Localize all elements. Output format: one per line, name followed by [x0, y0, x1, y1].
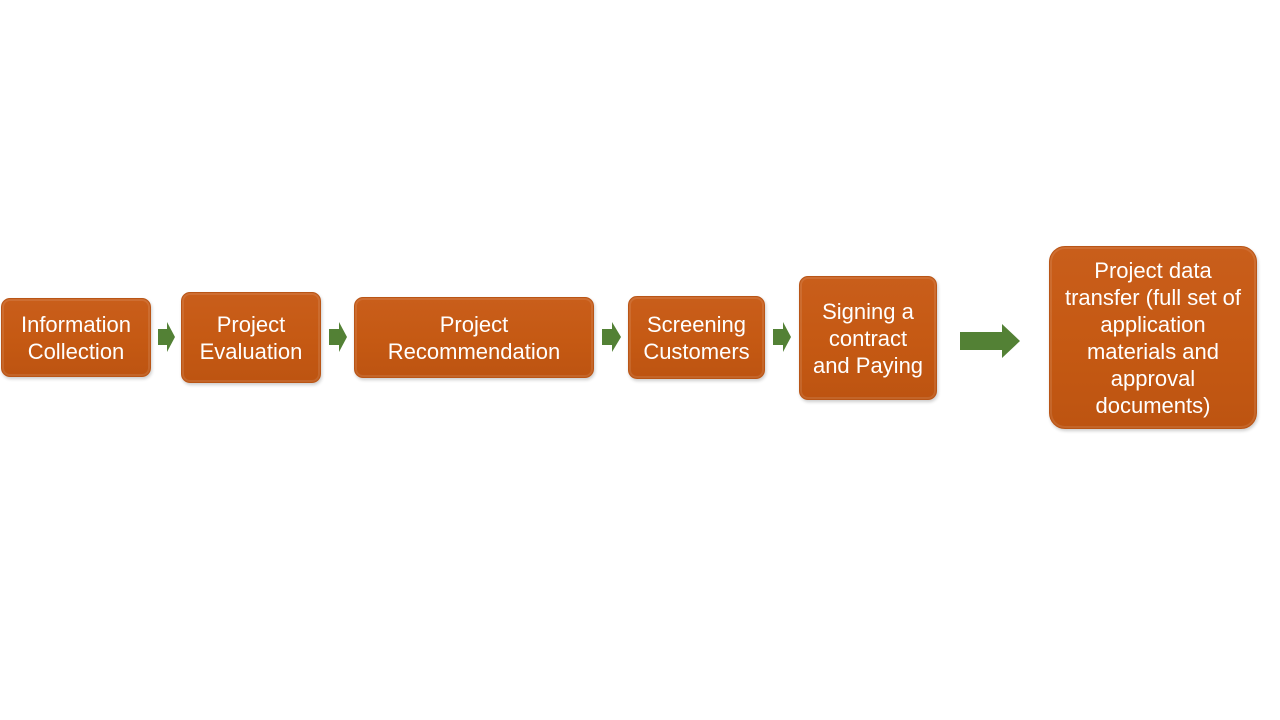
step-project-data-transfer: Project data transfer (full set of appli…: [1049, 246, 1257, 429]
step-label: Project Evaluation: [199, 311, 303, 364]
step-label: Signing a contract and Paying: [812, 298, 924, 378]
right-arrow-icon: [329, 322, 347, 352]
step-label: Screening Customers: [643, 311, 750, 364]
step-information-collection: Information Collection: [1, 298, 151, 377]
step-project-evaluation: Project Evaluation: [181, 292, 321, 383]
right-arrow-icon: [602, 322, 621, 352]
right-arrow-icon: [158, 322, 175, 352]
step-label: Information Collection: [20, 311, 132, 364]
right-arrow-icon: [773, 322, 791, 352]
step-signing-contract: Signing a contract and Paying: [799, 276, 937, 400]
step-label: Project Recommendation: [387, 311, 561, 364]
step-project-recommendation: Project Recommendation: [354, 297, 594, 378]
right-arrow-icon: [960, 324, 1020, 358]
step-screening-customers: Screening Customers: [628, 296, 765, 379]
step-label: Project data transfer (full set of appli…: [1064, 257, 1242, 418]
